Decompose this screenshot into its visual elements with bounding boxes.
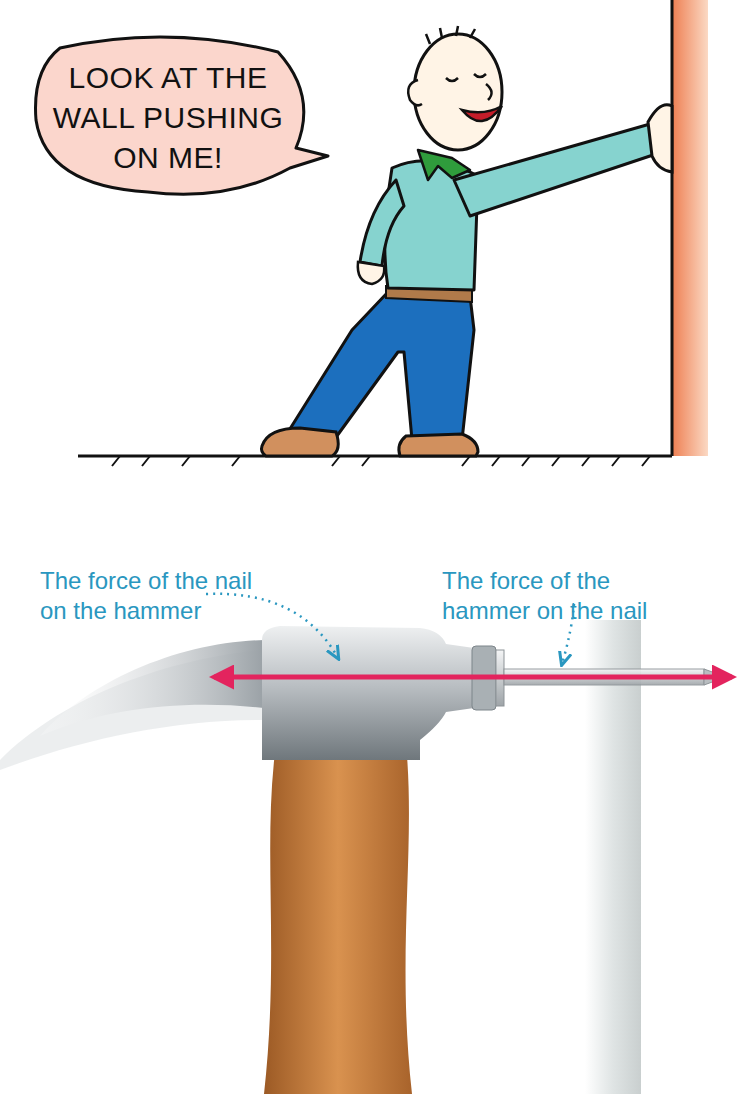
board (585, 620, 641, 1094)
leader-line (206, 594, 338, 658)
bent-arm (360, 180, 404, 266)
force-arrow-left (214, 675, 470, 680)
left-shoe (262, 428, 339, 456)
callout-label: The force of the hammer on the nail (442, 566, 680, 626)
mouth (462, 106, 502, 121)
head (414, 34, 502, 150)
hand-on-wall (648, 105, 672, 172)
nose (486, 84, 492, 100)
hammer-handle (264, 744, 412, 1094)
callout-label: The force of the nail on the hammer (40, 566, 278, 626)
speech-bubble: LOOK AT THE WALL PUSHING ON ME! (28, 30, 310, 198)
hand-on-hip (358, 262, 384, 284)
speech-text: LOOK AT THE WALL PUSHING ON ME! (46, 58, 290, 178)
right-shoe (399, 434, 478, 456)
collar (418, 150, 470, 180)
hammer-head (262, 626, 474, 760)
closed-eyes (446, 74, 486, 81)
ground-hatching (112, 456, 650, 466)
wall-edge (671, 0, 674, 456)
speech-bubble (36, 37, 329, 194)
jeans (288, 292, 474, 440)
hair (426, 26, 475, 44)
hammer-claw (40, 640, 264, 736)
ear (408, 80, 422, 105)
wall (672, 0, 708, 456)
force-arrow-right (470, 675, 732, 680)
ground-line (78, 455, 672, 458)
